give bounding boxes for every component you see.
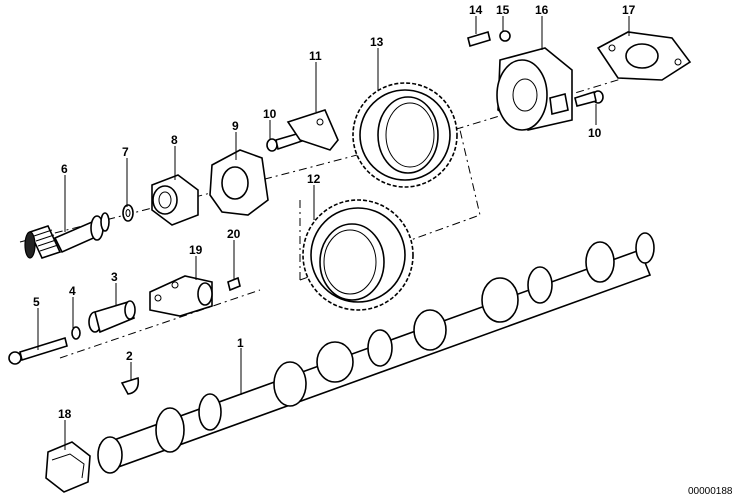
part-18-nut [45,441,91,493]
callout-5: 5 [33,295,40,309]
part-4-washer [71,326,81,340]
callout-3: 3 [111,270,118,284]
callout-10-left: 10 [263,107,277,121]
part-3-tensioner [88,300,136,334]
part-19-housing [149,275,213,317]
part-15-ring [499,30,511,42]
part-11-bracket [286,109,339,151]
callout-2: 2 [126,349,133,363]
part-16-hub [496,47,573,131]
callout-11: 11 [309,49,322,63]
callout-17: 17 [622,3,636,17]
part-17-flange [596,31,692,81]
callout-15: 15 [496,3,510,17]
callout-6: 6 [61,162,68,176]
reference-code: 00000188 [688,486,733,497]
leader-lines [37,16,630,450]
callout-4: 4 [69,284,76,298]
callout-7: 7 [122,145,129,159]
callout-19: 19 [189,243,203,257]
callout-10-right: 10 [588,126,602,140]
callout-labels: 1 2 3 4 5 6 7 8 9 10 10 11 12 13 14 15 1… [33,3,636,421]
part-20-pin [227,276,241,292]
part-6-drive-shaft [24,212,110,259]
part-9-plate [209,149,269,216]
callout-9: 9 [232,119,239,133]
callout-12: 12 [307,172,321,186]
part-5-bolt [8,336,68,365]
callout-20: 20 [227,227,241,241]
callout-14: 14 [469,3,483,17]
part-7-washer [122,204,134,222]
part-14-pin [467,30,491,48]
callout-13: 13 [370,35,384,49]
part-1-camshaft [97,232,655,474]
callout-8: 8 [171,133,178,147]
part-13-upper-sprocket [352,82,458,188]
callout-1: 1 [237,336,244,350]
part-12-lower-sprocket [302,199,414,311]
callout-16: 16 [535,3,549,17]
callout-18: 18 [58,407,72,421]
part-2-key [120,376,140,395]
part-8-nut [151,174,199,226]
part-10-bolt-right [574,90,604,107]
